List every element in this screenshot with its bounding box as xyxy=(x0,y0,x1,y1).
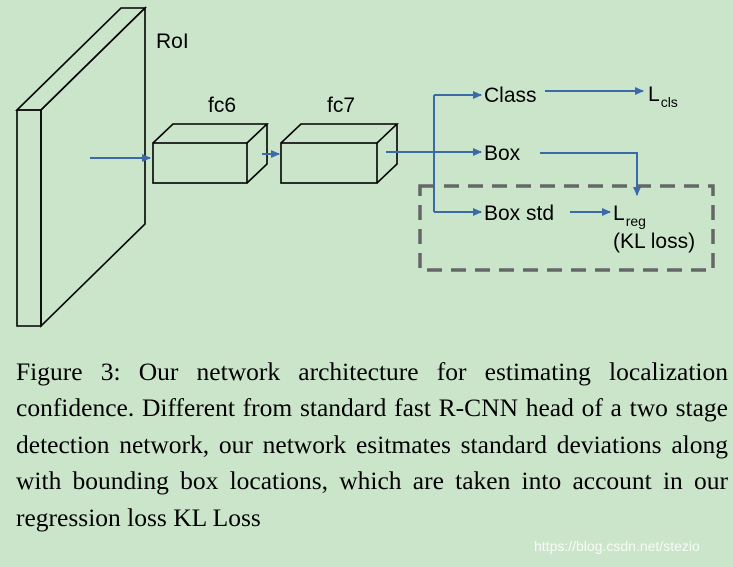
fc6-box xyxy=(152,123,270,184)
kl-loss-dashed-box xyxy=(418,184,715,272)
fc6-label: fc6 xyxy=(208,94,236,117)
lreg-label: Lreg xyxy=(613,202,646,229)
fc7-label: fc7 xyxy=(327,94,355,117)
box-to-lreg-arrow xyxy=(540,152,641,196)
roi-feature-slab xyxy=(15,6,147,328)
roi-label: RoI xyxy=(156,30,189,53)
box-std-label: Box std xyxy=(484,202,554,225)
arrows xyxy=(90,87,644,216)
lcls-label: Lcls xyxy=(648,83,678,110)
class-label: Class xyxy=(484,84,537,107)
kl-loss-label: (KL loss) xyxy=(613,230,695,253)
box-label: Box xyxy=(484,142,521,165)
network-architecture-diagram: RoI fc6 fc7 Class Box Box std Lcls Lreg … xyxy=(15,6,715,328)
fc7-box xyxy=(280,123,400,184)
watermark-url: https://blog.csdn.net/stezio xyxy=(534,538,700,554)
figure-caption: Figure 3: Our network architecture for e… xyxy=(16,357,728,532)
